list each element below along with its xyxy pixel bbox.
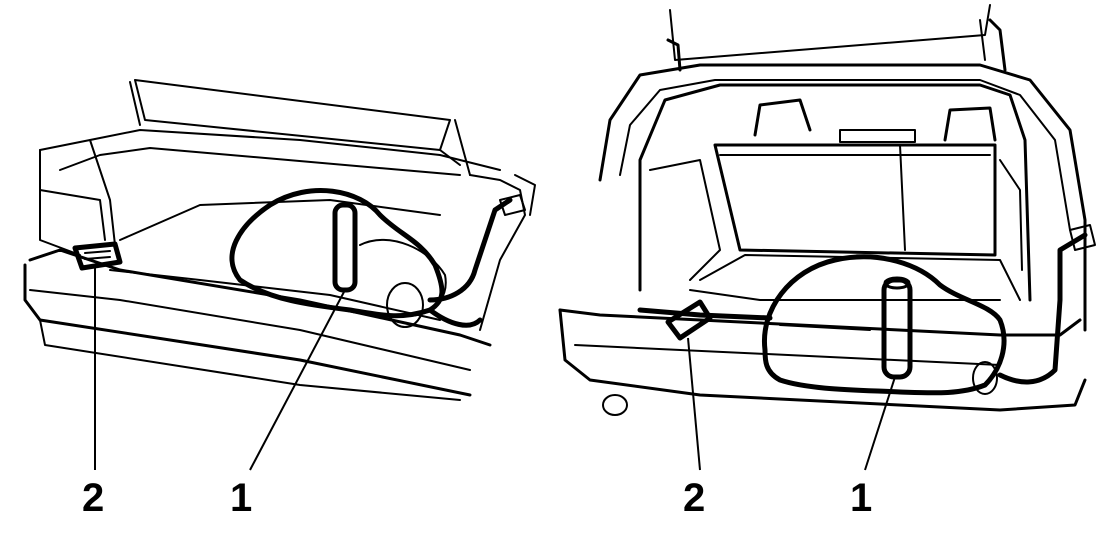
wagon-relay-component bbox=[881, 277, 913, 380]
sedan-relay-component bbox=[332, 202, 358, 293]
sedan-trunk-illustration bbox=[23, 79, 536, 471]
sedan-relay-callout: 1 bbox=[230, 476, 253, 520]
sedan-relay-leader bbox=[249, 289, 346, 471]
sedan-fusebox-callout: 2 bbox=[82, 476, 105, 520]
wagon-fusebox-callout: 2 bbox=[683, 476, 706, 520]
wagon-relay-callout: 1 bbox=[850, 476, 873, 520]
wagon-relay-leader bbox=[864, 376, 896, 471]
wagon-fusebox-leader bbox=[687, 337, 701, 471]
wagon-fusebox-component bbox=[665, 299, 713, 341]
wagon-cargo-illustration bbox=[558, 4, 1096, 471]
sedan-fusebox-component bbox=[72, 241, 123, 271]
